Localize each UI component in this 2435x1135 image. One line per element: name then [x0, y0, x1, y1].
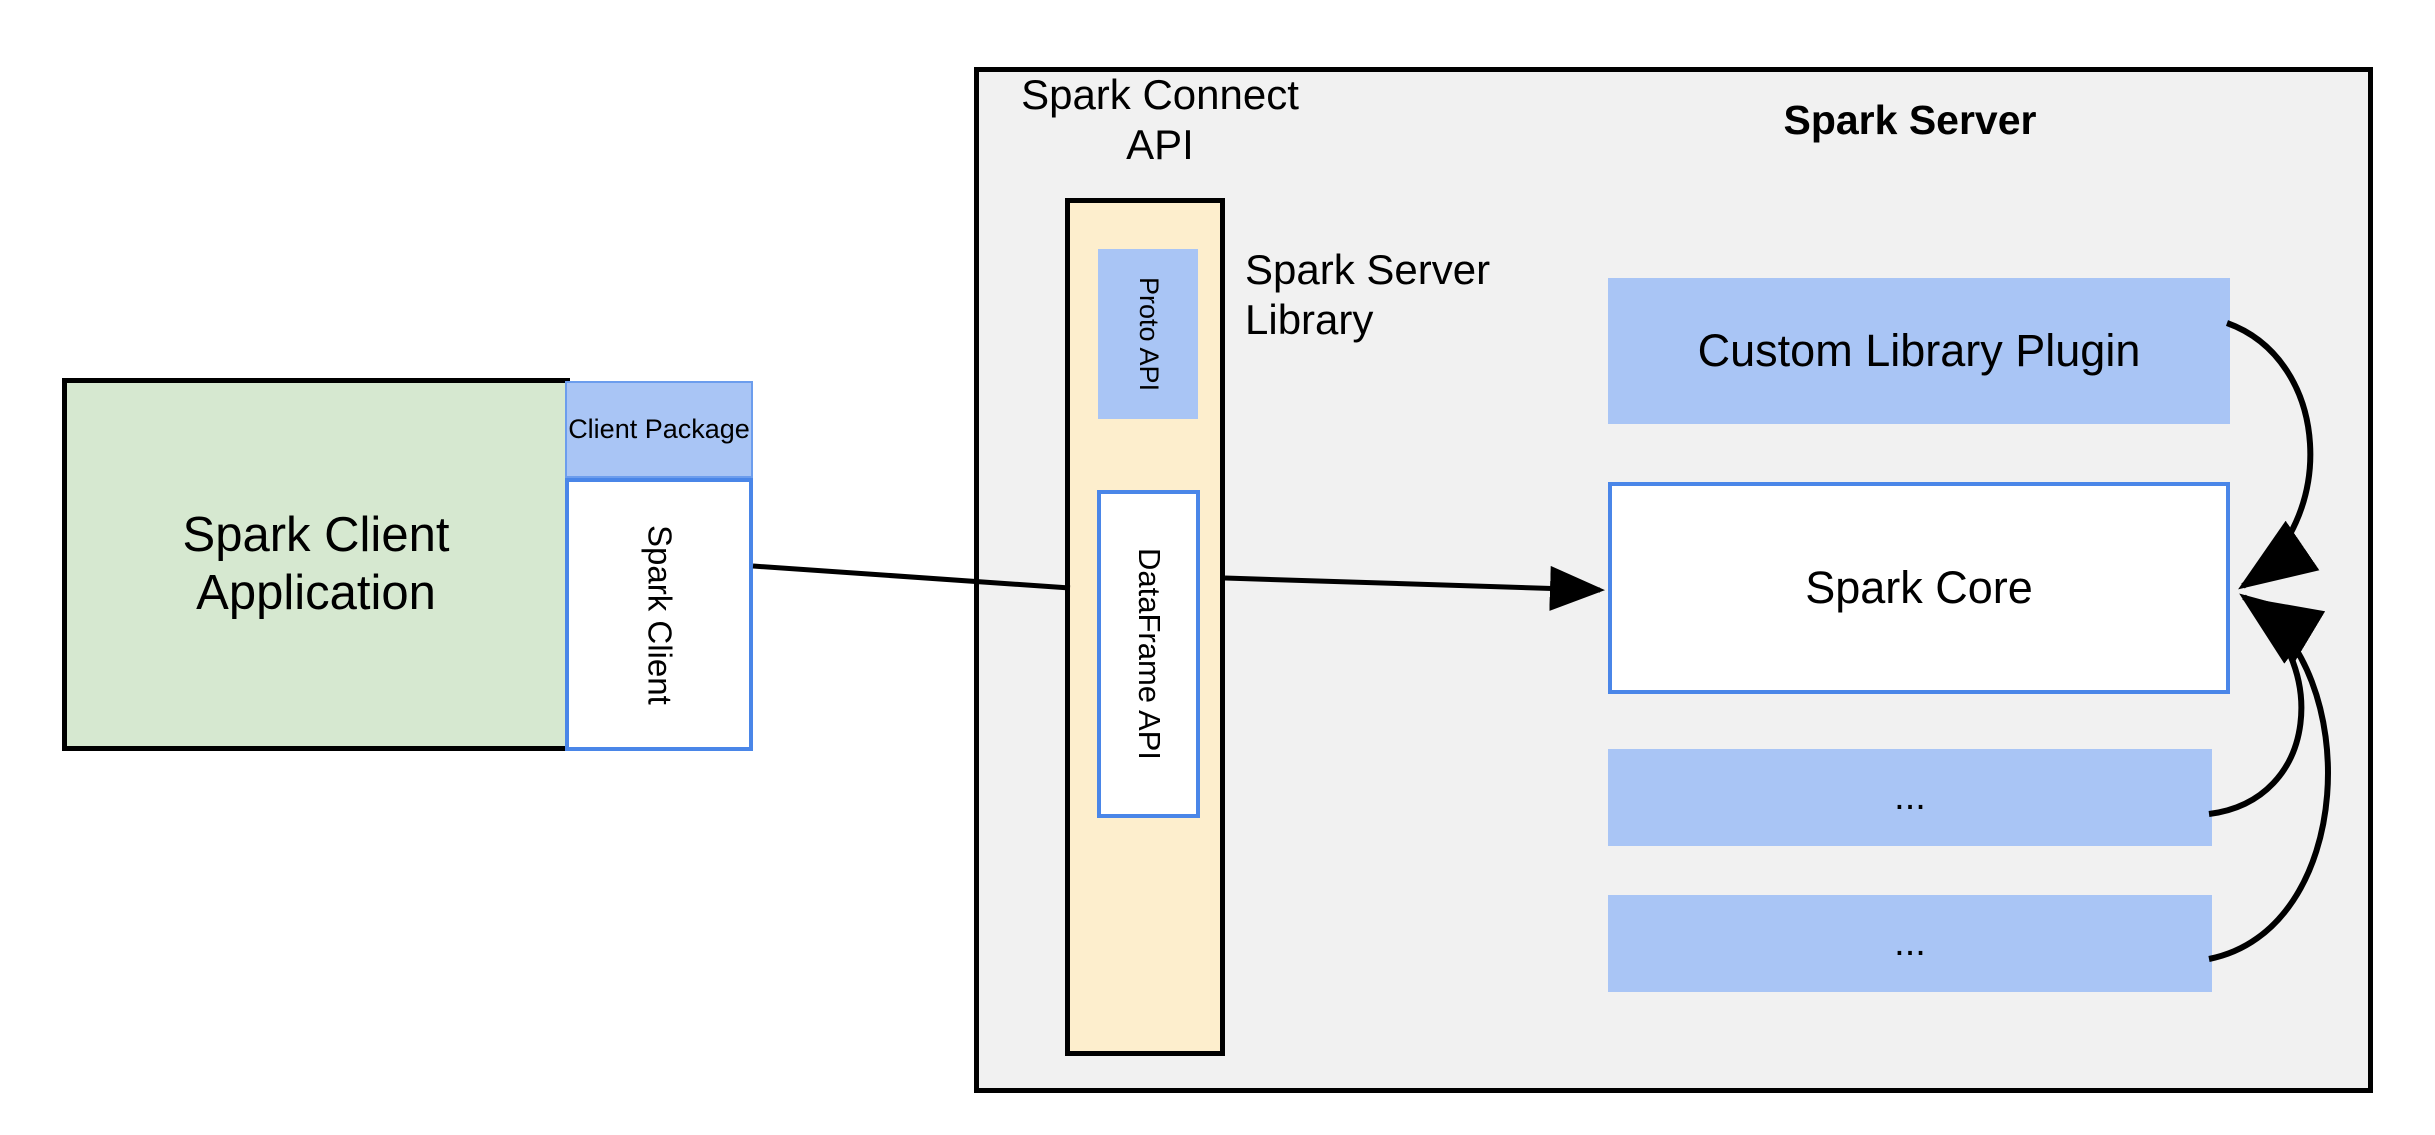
spark-client-application-box: Spark Client Application: [62, 378, 570, 751]
dataframe-api-box: DataFrame API: [1097, 490, 1200, 818]
proto-api-label: Proto API: [1133, 276, 1164, 392]
proto-api-box: Proto API: [1098, 249, 1198, 419]
spark-connect-api-label: Spark Connect API: [1021, 71, 1299, 169]
spark-core-box: Spark Core: [1608, 482, 2230, 694]
ellipsis-box-1: ...: [1608, 749, 2212, 846]
ellipsis-box-2: ...: [1608, 895, 2212, 992]
spark-client-box: Spark Client: [565, 478, 753, 751]
spark-server-title: Spark Server: [1783, 97, 2037, 143]
spark-client-label: Spark Client: [641, 524, 679, 705]
dataframe-api-label: DataFrame API: [1131, 548, 1167, 760]
spark-server-library-label: Spark Server Library: [1245, 246, 1491, 344]
custom-library-plugin-box: Custom Library Plugin: [1608, 278, 2230, 424]
client-package-box: Client Package: [565, 381, 753, 478]
